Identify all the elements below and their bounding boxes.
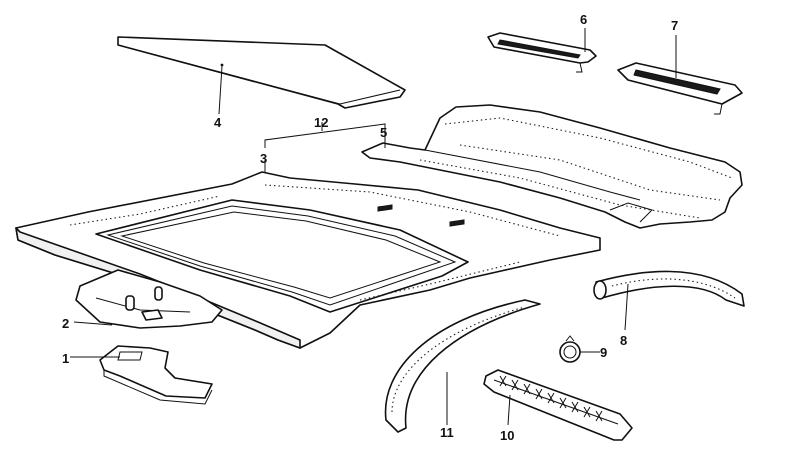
part-2-bracket	[75, 269, 223, 329]
part-3-roof-frame	[15, 171, 601, 349]
callout-9: 9	[600, 345, 607, 360]
callout-4: 4	[214, 115, 222, 130]
part-7-vent	[617, 62, 743, 115]
callout-1: 1	[62, 351, 69, 366]
callout-3: 3	[260, 151, 267, 166]
leader-lines	[70, 28, 677, 426]
part-11-seal	[384, 299, 541, 433]
callout-7: 7	[671, 18, 678, 33]
callout-2: 2	[62, 316, 69, 331]
callout-labels: 1 2 3 4 5 6 7 8 9 10 11 12	[62, 12, 678, 443]
part-4-panel	[117, 36, 406, 109]
part-6-vent	[487, 32, 597, 73]
callout-12: 12	[314, 115, 328, 130]
callout-11: 11	[440, 425, 454, 440]
callout-10: 10	[500, 428, 514, 443]
callout-8: 8	[620, 333, 627, 348]
part-9-clip	[559, 335, 581, 363]
callout-6: 6	[580, 12, 587, 27]
part-1-plate	[99, 345, 213, 405]
part-8-seal	[593, 270, 745, 307]
part-10-grille	[483, 369, 633, 441]
callout-5: 5	[380, 125, 387, 140]
part-5-headliner	[361, 104, 743, 229]
